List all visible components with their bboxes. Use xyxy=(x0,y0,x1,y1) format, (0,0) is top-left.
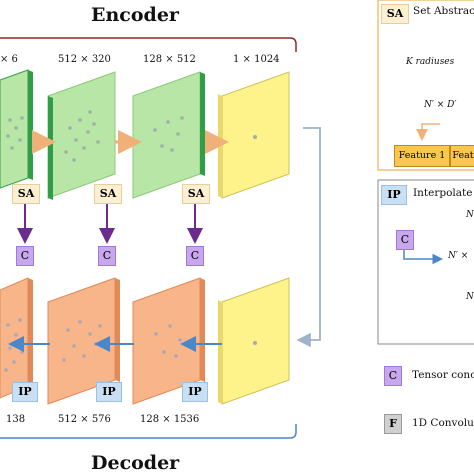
legend-ip-n1: N xyxy=(466,210,474,220)
legend-sa-badge: SA xyxy=(381,4,409,24)
legend-ip-n3: N xyxy=(466,292,474,302)
enc-dim-2: 512 × 320 xyxy=(58,54,111,65)
decoder-plane-4 xyxy=(218,277,290,405)
legend-ip-title: Interpolate a xyxy=(413,187,474,199)
dec-dim-2: 512 × 576 xyxy=(58,414,111,425)
encoder-plane-1 xyxy=(0,69,33,189)
ip-badge-3: IP xyxy=(182,382,208,402)
encoder-points xyxy=(6,110,257,162)
enc-dim-3: 128 × 512 xyxy=(143,54,196,65)
encoder-bracket xyxy=(0,37,297,52)
dec-dim-1: 138 xyxy=(6,414,26,425)
sa-badge-2: SA xyxy=(94,184,122,204)
legend-c-text: Tensor conc xyxy=(412,369,474,381)
sa-badge-3: SA xyxy=(182,184,210,204)
sa-badge-1: SA xyxy=(12,184,40,204)
concat-badge-1: C xyxy=(16,246,34,266)
ip-badge-2: IP xyxy=(96,382,122,402)
encoder-plane-2 xyxy=(47,71,116,200)
legend-c-badge: C xyxy=(384,366,402,386)
decoder-title: Decoder xyxy=(91,452,180,474)
legend-feature-1: Feature 1 xyxy=(394,145,450,167)
legend-feature-2: Feat xyxy=(450,145,474,167)
legend-ip-n2: N′ × xyxy=(448,251,469,261)
legend-ip-c-badge: C xyxy=(396,230,414,250)
legend-f-badge: F xyxy=(384,414,402,434)
concat-badge-2: C xyxy=(98,246,116,266)
concat-badge-3: C xyxy=(186,246,204,266)
legend-sa-title: Set Abstract xyxy=(413,5,474,17)
enc-dim-4: 1 × 1024 xyxy=(233,54,280,65)
decoder-plane-2 xyxy=(47,277,120,405)
legend-ip-badge: IP xyxy=(381,185,407,205)
decoder-plane-3 xyxy=(132,277,205,405)
legend-sa-nd: N′ × D′ xyxy=(424,100,457,110)
ip-badge-1: IP xyxy=(12,382,38,402)
legend-k-radiuses: K radiuses xyxy=(406,57,455,67)
ip-legend-box xyxy=(377,179,474,345)
ip-legend-arrow xyxy=(403,248,443,265)
sa-legend-arrow xyxy=(416,123,440,141)
decoder-plane-1 xyxy=(0,277,33,399)
enc-dim-1: × 6 xyxy=(0,54,18,65)
encoder-plane-4 xyxy=(218,71,290,199)
sa-legend-box xyxy=(377,0,474,171)
dec-dim-3: 128 × 1536 xyxy=(140,414,200,425)
decoder-bracket xyxy=(0,424,297,439)
encoder-plane-3 xyxy=(132,71,205,199)
encoder-title: Encoder xyxy=(91,4,179,26)
legend-f-text: 1D Convolu xyxy=(412,417,474,429)
side-arrow xyxy=(296,127,321,348)
